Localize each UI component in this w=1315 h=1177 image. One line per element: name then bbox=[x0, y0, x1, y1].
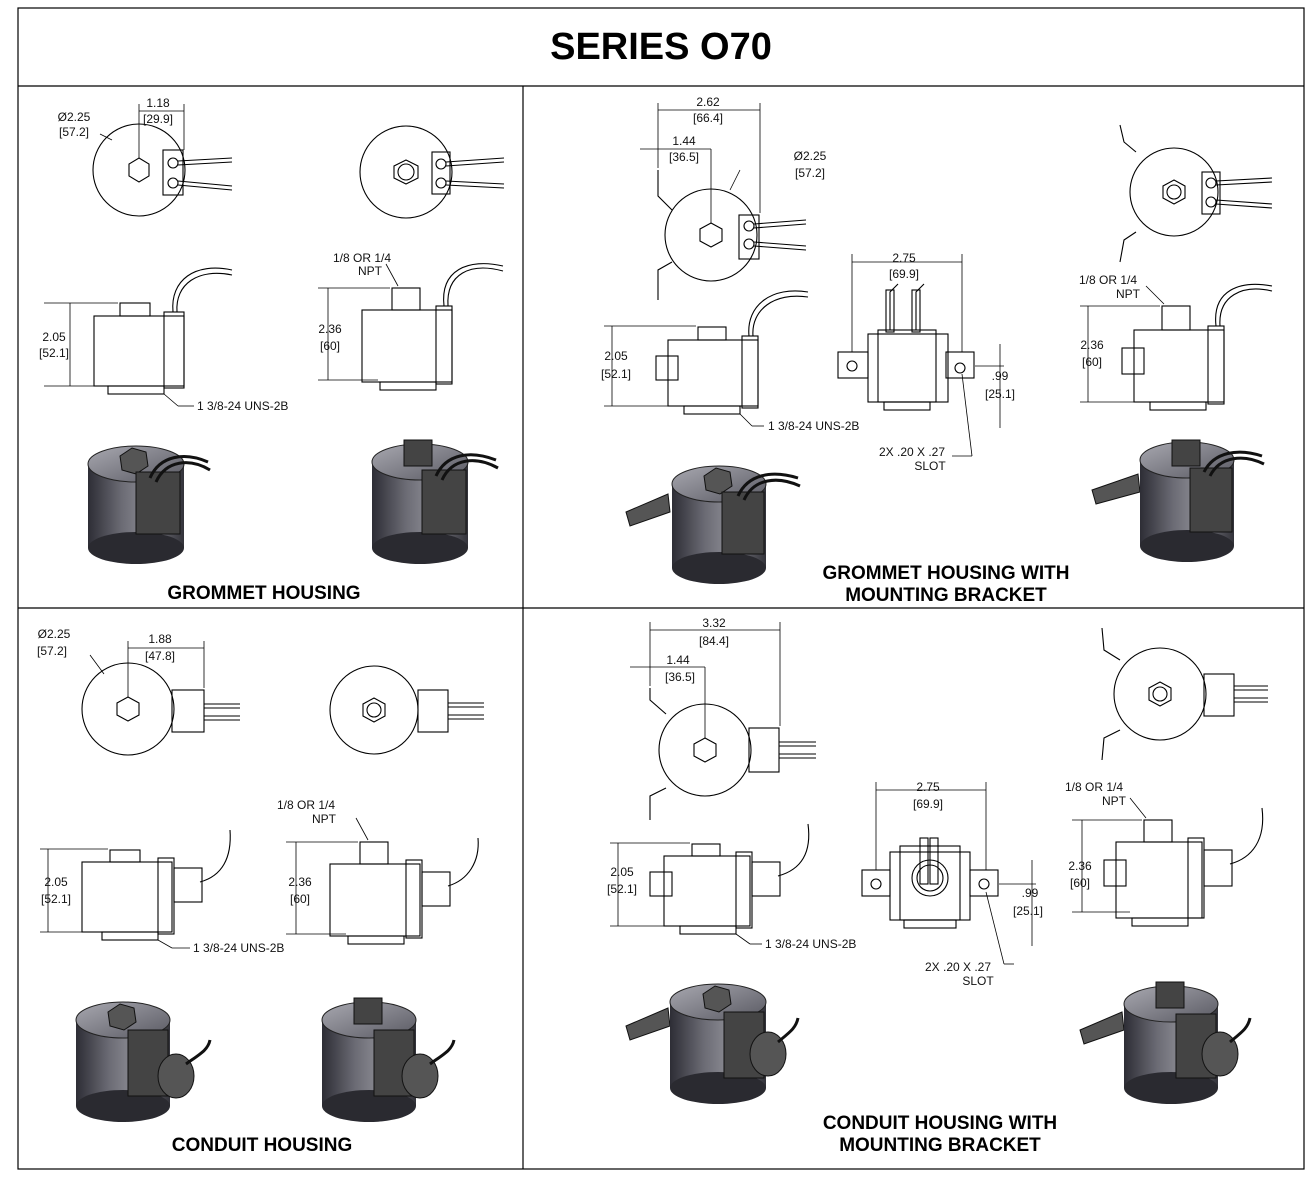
panel-grommet-bracket: 2.62 [66.4] 1.44 [36.5] Ø2.25 [57.2] bbox=[601, 95, 1273, 606]
width-dim-mm: [29.9] bbox=[143, 112, 173, 126]
thread-callout: 1 3/8-24 UNS-2B bbox=[768, 419, 859, 433]
overall-dim: 2.62 bbox=[696, 95, 720, 109]
caption-conduit-housing: CONDUIT HOUSING bbox=[172, 1135, 353, 1156]
slot-note: 2X .20 X .27 bbox=[925, 960, 991, 974]
height2-dim-mm: [60] bbox=[320, 339, 340, 353]
height2-dim-mm: [60] bbox=[1070, 876, 1090, 890]
height-dim: 2.05 bbox=[610, 865, 634, 879]
top-view bbox=[92, 123, 233, 217]
npt-note: 1/8 OR 1/4 bbox=[1065, 780, 1123, 794]
width-dim: 1.88 bbox=[148, 632, 172, 646]
iso-view-left bbox=[625, 465, 801, 584]
iso-view-left bbox=[87, 445, 211, 564]
height-dim-mm: [52.1] bbox=[601, 367, 631, 381]
npt-note-2: NPT bbox=[312, 812, 337, 826]
drawing-title: SERIES O70 bbox=[550, 25, 772, 68]
bracket-dim: 2.75 bbox=[916, 780, 940, 794]
panel-conduit-bracket: 3.32 [84.4] 1.44 [36.5] bbox=[607, 616, 1268, 1156]
caption-grommet-bracket-1: GROMMET HOUSING WITH bbox=[823, 563, 1070, 584]
overall-dim-mm: [66.4] bbox=[693, 111, 723, 125]
caption-conduit-bracket-1: CONDUIT HOUSING WITH bbox=[823, 1113, 1057, 1134]
iso-view-right bbox=[371, 439, 499, 564]
npt-note: 1/8 OR 1/4 bbox=[277, 798, 335, 812]
npt-note-2: NPT bbox=[1102, 794, 1127, 808]
height2-dim: 2.36 bbox=[1068, 859, 1092, 873]
slot-height-dim: .99 bbox=[992, 369, 1009, 383]
height-dim: 2.05 bbox=[604, 349, 628, 363]
overall-dim: 3.32 bbox=[702, 616, 726, 630]
thread-callout: 1 3/8-24 UNS-2B bbox=[765, 937, 856, 951]
npt-note: 1/8 OR 1/4 bbox=[1079, 273, 1137, 287]
offset-dim: 1.44 bbox=[666, 653, 690, 667]
caption-conduit-bracket-2: MOUNTING BRACKET bbox=[839, 1135, 1041, 1156]
slot-note: 2X .20 X .27 bbox=[879, 445, 945, 459]
height2-dim: 2.36 bbox=[288, 875, 312, 889]
thread-callout: 1 3/8-24 UNS-2B bbox=[193, 941, 284, 955]
slot-height-dim-mm: [25.1] bbox=[985, 387, 1015, 401]
dia-dim-mm: [57.2] bbox=[37, 644, 67, 658]
npt-note-2: NPT bbox=[1116, 287, 1141, 301]
width-dim-mm: [47.8] bbox=[145, 649, 175, 663]
dia-dim-mm: [57.2] bbox=[59, 125, 89, 139]
height-dim-mm: [52.1] bbox=[607, 882, 637, 896]
panel-grommet-housing: 1.18 [29.9] Ø2.25 [57.2] bbox=[39, 96, 505, 604]
caption-grommet-bracket-2: MOUNTING BRACKET bbox=[845, 585, 1047, 606]
height2-dim: 2.36 bbox=[1080, 338, 1104, 352]
npt-note: 1/8 OR 1/4 bbox=[333, 251, 391, 265]
iso-view-left bbox=[75, 1001, 212, 1122]
bracket-dim-mm: [69.9] bbox=[889, 267, 919, 281]
width-dim: 1.18 bbox=[146, 96, 170, 110]
height-dim: 2.05 bbox=[42, 330, 66, 344]
caption-grommet-housing: GROMMET HOUSING bbox=[167, 583, 360, 604]
iso-view-right bbox=[1091, 439, 1265, 562]
dia-dim: Ø2.25 bbox=[794, 149, 827, 163]
slot-height-dim-mm: [25.1] bbox=[1013, 904, 1043, 918]
dia-dim-mm: [57.2] bbox=[795, 166, 825, 180]
slot-note-2: SLOT bbox=[962, 974, 994, 988]
height-dim-mm: [52.1] bbox=[41, 892, 71, 906]
height2-dim: 2.36 bbox=[318, 322, 342, 336]
panel-conduit-housing: 1.88 [47.8] Ø2.25 [57.2] bbox=[37, 627, 484, 1156]
offset-dim: 1.44 bbox=[672, 134, 696, 148]
slot-note-2: SLOT bbox=[914, 459, 946, 473]
slot-height-dim: .99 bbox=[1022, 886, 1039, 900]
iso-view-left bbox=[625, 983, 800, 1104]
dia-dim: Ø2.25 bbox=[38, 627, 71, 641]
thread-callout: 1 3/8-24 UNS-2B bbox=[197, 399, 288, 413]
offset-dim-mm: [36.5] bbox=[669, 150, 699, 164]
npt-note-2: NPT bbox=[358, 264, 383, 278]
offset-dim-mm: [36.5] bbox=[665, 670, 695, 684]
frame bbox=[17, 7, 1305, 1170]
iso-view-right bbox=[1079, 981, 1252, 1104]
height-dim-mm: [52.1] bbox=[39, 346, 69, 360]
height-dim: 2.05 bbox=[44, 875, 68, 889]
bracket-dim: 2.75 bbox=[892, 251, 916, 265]
dia-dim: Ø2.25 bbox=[58, 110, 91, 124]
iso-view-right bbox=[321, 997, 456, 1122]
overall-dim-mm: [84.4] bbox=[699, 634, 729, 648]
height2-dim-mm: [60] bbox=[290, 892, 310, 906]
height2-dim-mm: [60] bbox=[1082, 355, 1102, 369]
bracket-dim-mm: [69.9] bbox=[913, 797, 943, 811]
